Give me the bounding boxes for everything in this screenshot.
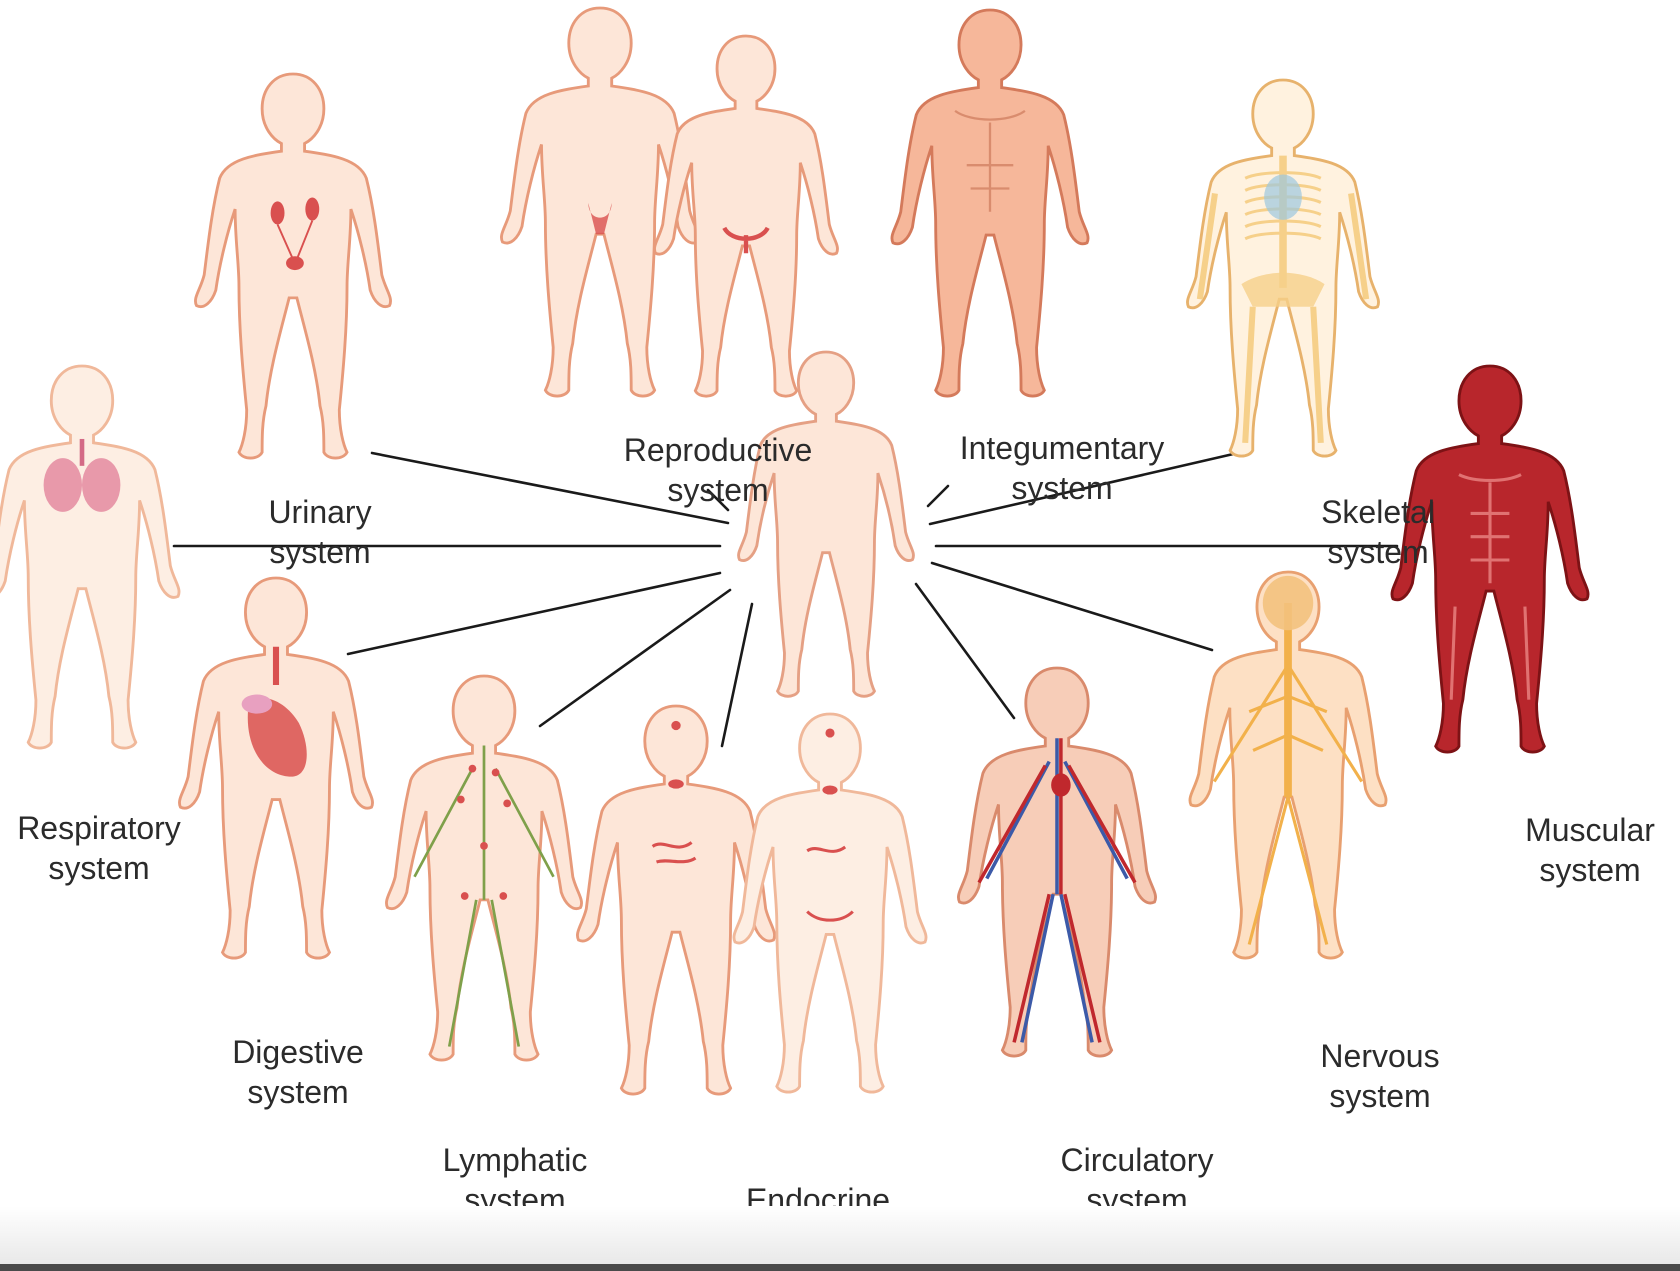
figure-endocrine-male-silhouette [576, 704, 776, 1096]
lymph-node [491, 768, 500, 777]
connector-digestive [346, 571, 722, 656]
lymph-node [460, 892, 469, 900]
kidney-right [305, 197, 320, 221]
limb-bones [1196, 192, 1370, 444]
ribcage-lungs [1264, 174, 1302, 220]
connector-skeletal [928, 450, 1244, 526]
muscle-lines [1458, 473, 1522, 584]
thyroid [822, 785, 838, 795]
adrenal-pancreas [651, 841, 697, 864]
figure-reproductive-female [653, 34, 839, 398]
veins [985, 738, 1129, 1043]
rib [1244, 231, 1322, 241]
thyroid [668, 779, 684, 789]
pelvis [1241, 272, 1325, 307]
liver [241, 694, 273, 714]
adrenal-ovaries [806, 845, 854, 922]
stomach-intestines [247, 697, 307, 777]
lymph-node [499, 892, 508, 900]
central-body [737, 350, 915, 698]
arteries [977, 738, 1137, 1043]
connector-urinary [370, 451, 730, 525]
figure-muscular [1390, 364, 1590, 754]
figure-endocrine-female [732, 712, 928, 1094]
lung-left [43, 458, 82, 512]
lung-right [82, 458, 121, 512]
rib [1244, 171, 1322, 180]
connector-reproductive [706, 488, 730, 512]
figure-skeletal [1186, 78, 1380, 458]
leg-muscles [1449, 606, 1531, 700]
connector-integumentary [926, 484, 950, 508]
lymph-node [456, 795, 465, 804]
lymph-node [468, 764, 477, 773]
figure-endocrine-female-silhouette [732, 712, 928, 1094]
figure-urinary [194, 72, 392, 460]
connector-lines [172, 450, 1399, 748]
brain [1262, 575, 1314, 631]
connector-nervous [930, 561, 1214, 652]
lymph-node [480, 841, 488, 850]
kidney-left [270, 201, 285, 225]
figure-nervous [1188, 570, 1388, 960]
ureters [276, 220, 314, 260]
pituitary [825, 728, 835, 738]
figure-integumentary [890, 8, 1090, 398]
bottom-edge-line [0, 1264, 1680, 1271]
skin-contours [954, 109, 1026, 212]
figure-respiratory-silhouette [0, 364, 181, 750]
figure-circulatory [957, 666, 1157, 1058]
figure-lymphatic [385, 674, 583, 1062]
lymph-vessels [413, 745, 555, 1047]
rib [1244, 219, 1322, 229]
figure-respiratory [0, 364, 181, 750]
central-body-silhouette [737, 350, 915, 698]
bottom-bar [0, 1206, 1680, 1271]
connector-endocrine [720, 602, 754, 748]
nerves [1212, 664, 1364, 945]
heart [1051, 773, 1071, 797]
figure-digestive [178, 576, 374, 960]
female-organs [722, 226, 770, 254]
connector-lymphatic [538, 588, 732, 728]
bladder [286, 256, 304, 271]
pituitary [671, 720, 681, 731]
figure-endocrine-male [576, 704, 776, 1096]
male-organs [588, 203, 612, 235]
lymph-node [503, 799, 512, 808]
connector-circulatory [914, 582, 1016, 720]
